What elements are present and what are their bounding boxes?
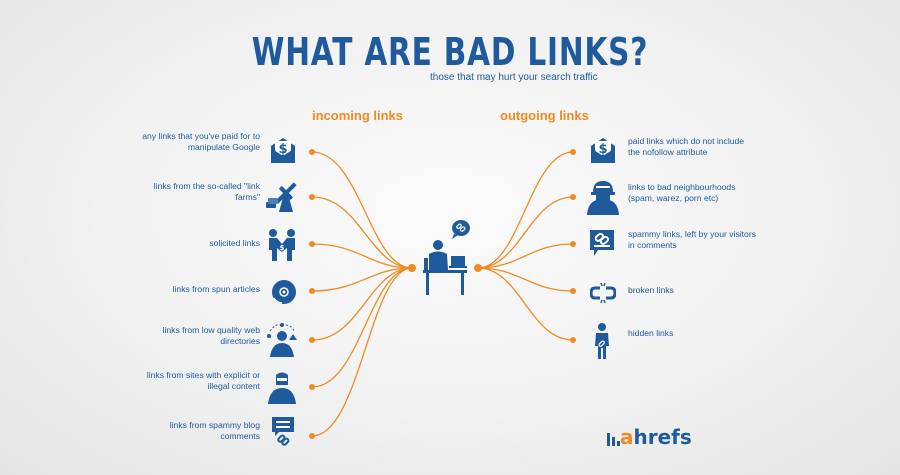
hiding-person-icon (595, 323, 609, 359)
connector-out-1 (477, 151, 574, 269)
incoming-label-explicit: links from sites with explicit or illega… (146, 370, 260, 391)
incoming-label-directories: links from low quality web directories (162, 325, 260, 346)
incoming-label-blog-comments: links from spammy blog comments (169, 420, 260, 441)
connector-out-3 (477, 243, 574, 269)
hooded-person-icon (587, 181, 619, 215)
outgoing-label-hidden: hidden links (628, 328, 674, 338)
windmill-icon (266, 182, 297, 212)
logo-letter-a: a (620, 425, 634, 449)
incoming-label-link-farms: links from the so-called "link farms" (153, 181, 260, 202)
connector-in-2 (311, 196, 413, 269)
connector-in-6 (311, 267, 413, 388)
juggling-person-icon (267, 323, 297, 357)
connector-in-7 (311, 267, 413, 437)
page-subtitle: those that may hurt your search traffic (430, 72, 598, 83)
incoming-heading: incoming links (312, 108, 404, 123)
connector-in-1 (311, 151, 413, 269)
connector-in-3 (311, 243, 413, 269)
page-title: WHAT ARE BAD LINKS? (251, 30, 649, 74)
svg-text:$: $ (598, 142, 607, 157)
outgoing-heading: outgoing links (500, 108, 589, 123)
incoming-label-spun-articles: links from spun articles (172, 284, 260, 294)
connector-in-4 (311, 267, 413, 292)
connector-out-4 (477, 267, 574, 292)
ahrefs-logo: ahrefs (620, 425, 692, 449)
spinning-disc-icon (272, 280, 296, 304)
outgoing-label-spammy-comments: spammy links, left by your visitors in c… (628, 229, 756, 250)
svg-text:$: $ (280, 244, 285, 252)
outgoing-label-paid-nofollow: paid links which do not include the nofo… (628, 136, 745, 157)
person-at-desk-icon (423, 220, 470, 295)
outgoing-label-broken: broken links (628, 285, 674, 295)
connector-out-5 (477, 267, 574, 341)
handshake-icon: $ (269, 229, 295, 261)
broken-link-icon (590, 282, 616, 304)
logo-text-rest: hrefs (633, 425, 692, 449)
comment-link-icon (590, 230, 614, 256)
svg-text:$: $ (278, 142, 287, 157)
connector-in-5 (311, 267, 413, 341)
ahrefs-logo-mark-icon (607, 433, 620, 446)
comment-link-icon (272, 417, 294, 446)
incoming-label-paid: any links that you've paid for to manipu… (142, 131, 260, 152)
dollar-envelope-icon: $ (271, 138, 295, 163)
incoming-label-solicited: solicited links (209, 238, 260, 248)
dollar-envelope-icon: $ (591, 138, 615, 163)
masked-person-icon (268, 372, 296, 404)
outgoing-label-bad-neighbourhoods: links to bad neighbourhoods (spam, warez… (628, 182, 736, 203)
connector-out-2 (477, 196, 574, 269)
